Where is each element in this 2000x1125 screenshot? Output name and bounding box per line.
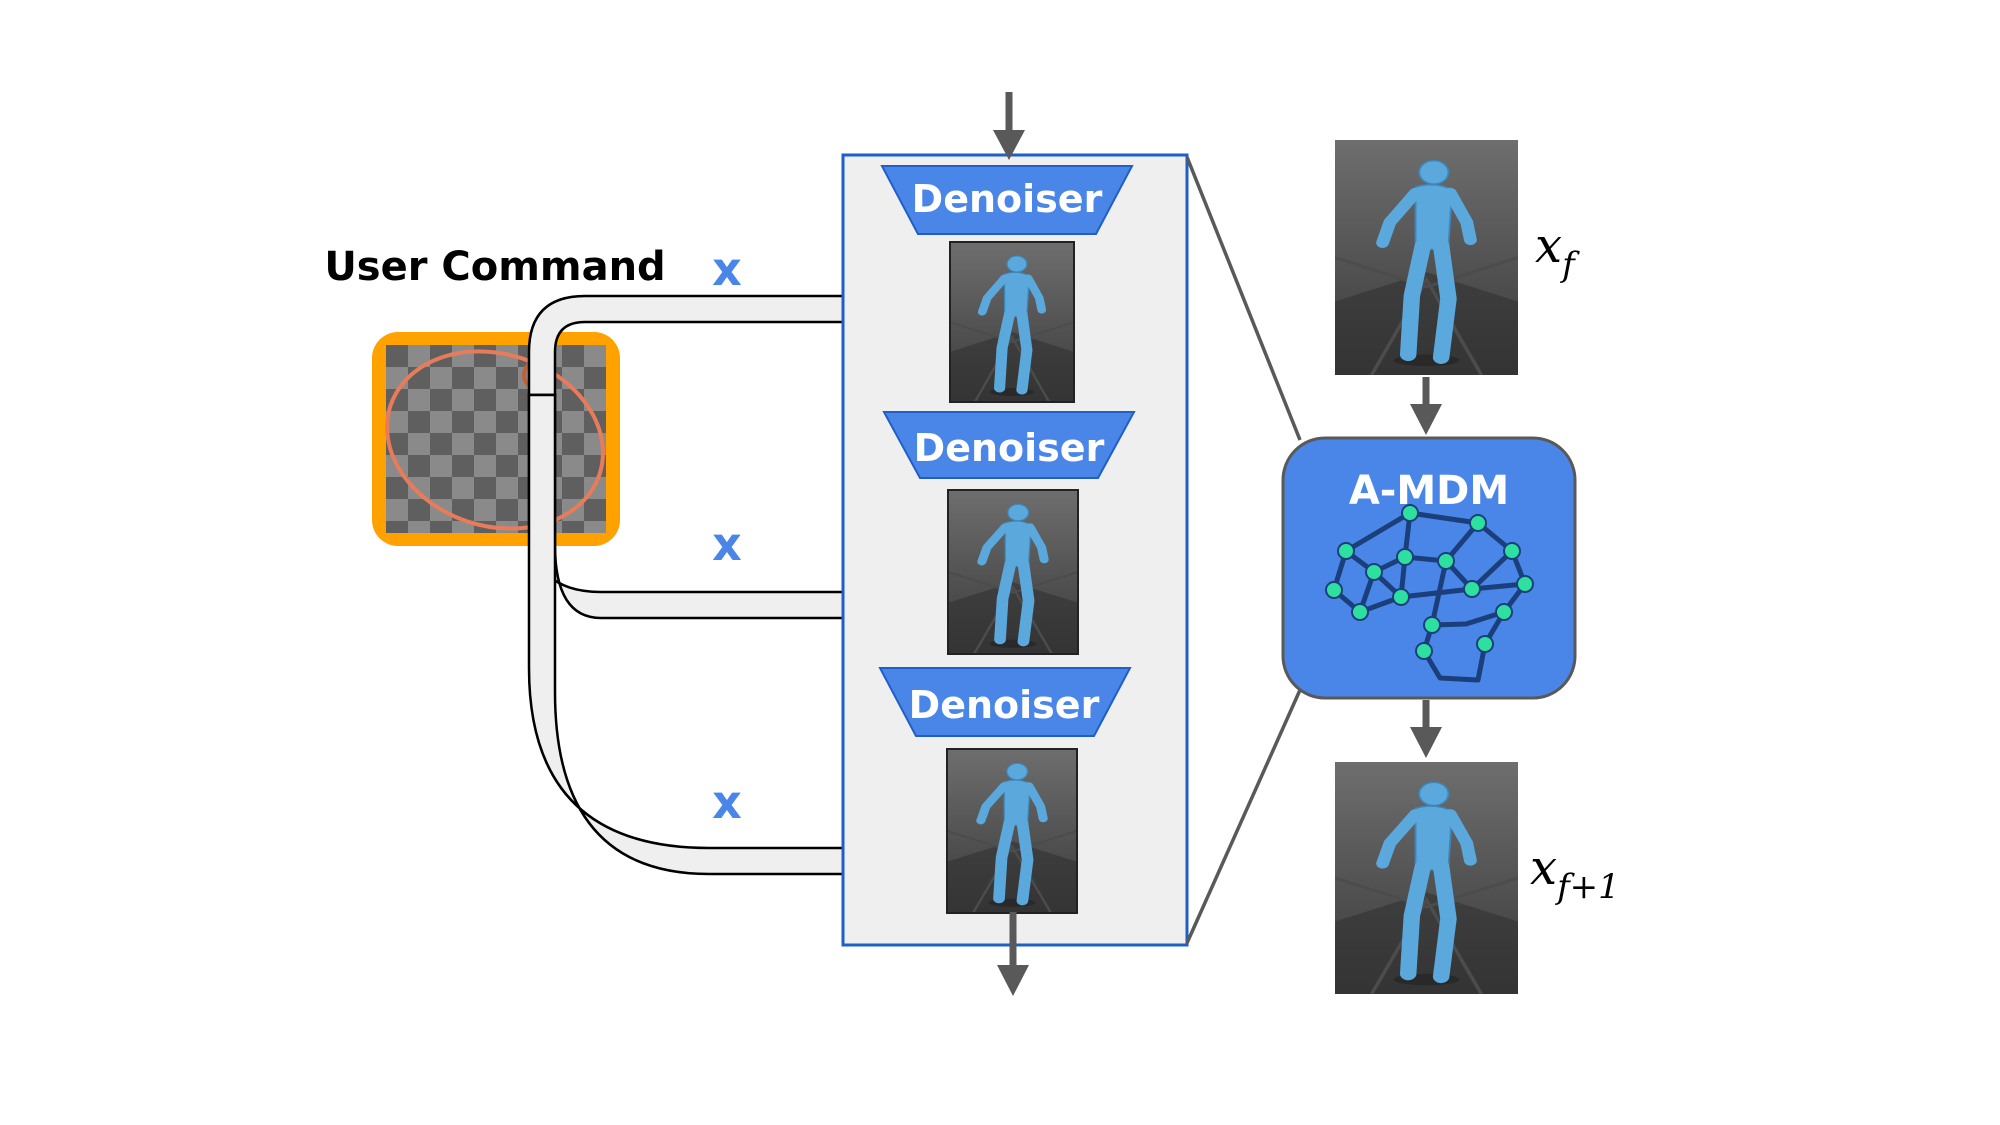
amdm-model-block: A-MDM <box>1281 436 1577 700</box>
denoiser-block-2: Denoiser <box>882 411 1136 479</box>
denoiser-label-2: Denoiser <box>914 426 1105 470</box>
denoising-panel: Denoiser Denoiser Denoiser <box>841 92 1189 996</box>
trajectory-curve <box>385 349 605 531</box>
current-frame <box>1335 140 1518 375</box>
denoised-frame-1 <box>949 241 1075 403</box>
denoised-frame-2 <box>947 489 1079 655</box>
inject-label-3: x <box>712 775 742 829</box>
next-frame-label: xf+1 <box>1530 840 1620 907</box>
denoiser-label-1: Denoiser <box>912 177 1103 221</box>
user-command-canvas <box>372 332 620 546</box>
denoiser-block-3: Denoiser <box>878 667 1132 737</box>
neural-network-icon <box>1325 504 1534 683</box>
next-frame <box>1335 762 1518 994</box>
inject-label-2: x <box>712 517 742 571</box>
denoiser-label-3: Denoiser <box>909 683 1100 727</box>
current-frame-label: xf <box>1535 218 1580 285</box>
zoom-line-top <box>1185 156 1302 441</box>
user-command-label: User Command <box>324 244 665 290</box>
denoised-frame-3 <box>946 748 1078 914</box>
denoiser-block-1: Denoiser <box>880 165 1134 235</box>
amdm-label: A-MDM <box>1349 468 1509 514</box>
inject-label-1: x <box>712 242 742 296</box>
zoom-line-bottom <box>1185 689 1302 944</box>
